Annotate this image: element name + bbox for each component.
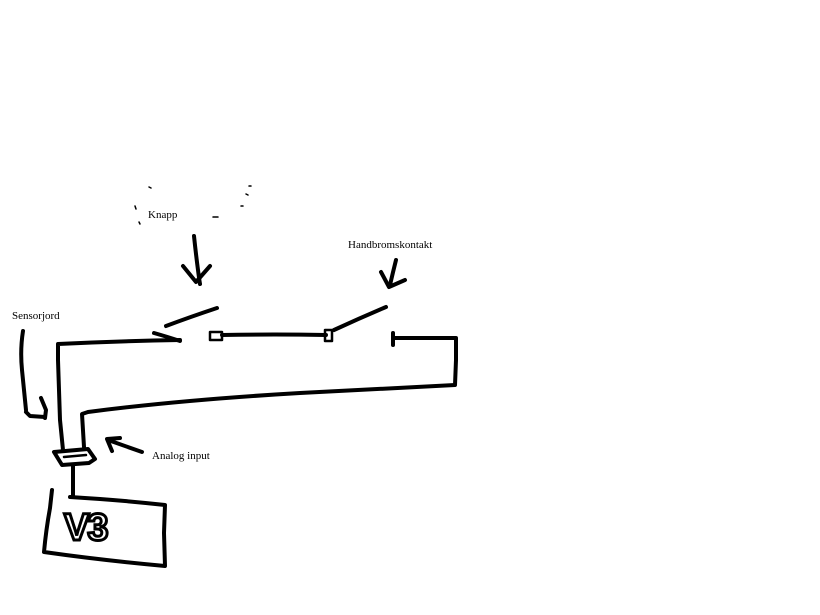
handbromskontakt-switch [323,305,395,347]
handbromskontakt-arrow [379,258,407,289]
knapp-switch [152,306,224,343]
wiring [56,332,458,452]
sensorjord-arrow [19,329,48,420]
analog-input-arrow [105,436,144,454]
analog-input-label: Analog input [152,450,210,462]
knapp-arrow [181,234,212,286]
v3-module: V3 [42,488,167,568]
handbromskontakt-label: Handbromskontakt [348,239,432,251]
sensorjord-label: Sensorjord [12,310,60,322]
connector-terminal [52,447,97,467]
ink-specks [134,185,252,225]
knapp-label: Knapp [148,209,178,221]
v3-module-label: V3 [64,507,107,549]
